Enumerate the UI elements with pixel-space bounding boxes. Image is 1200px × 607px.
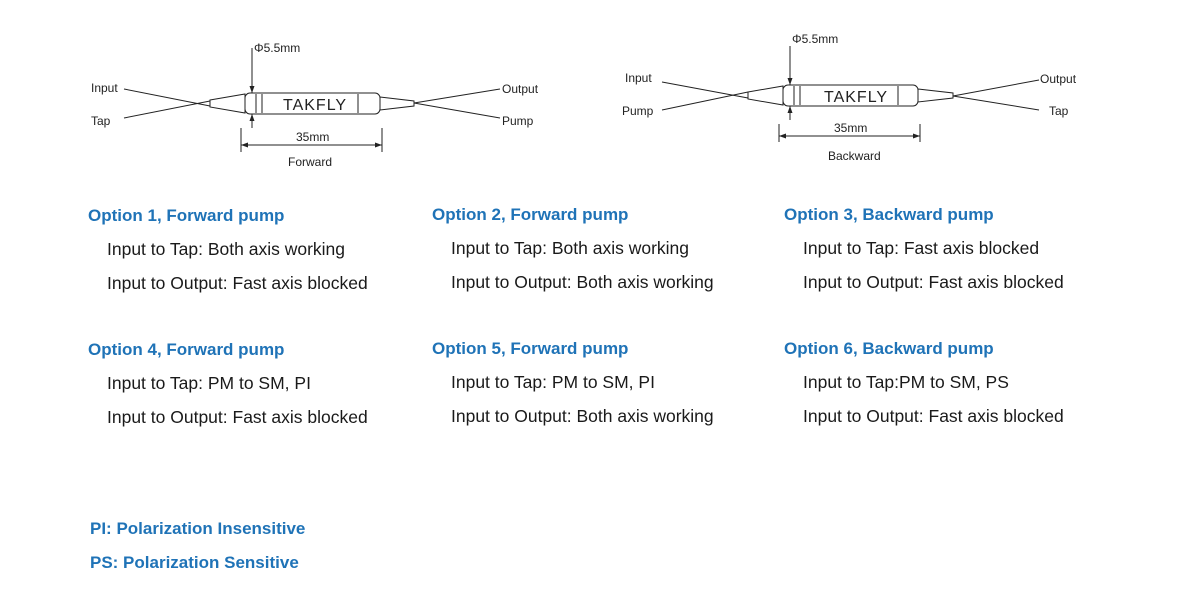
tap-fiber xyxy=(952,95,1040,111)
input-fiber xyxy=(123,88,211,107)
option-title: Option 4, Forward pump xyxy=(88,340,285,359)
right-taper xyxy=(917,88,954,103)
port-label-output: Output xyxy=(502,82,539,96)
diagrams-canvas: Input Tap Output Pump Φ5.5mm TAKFLY 35mm… xyxy=(91,32,1077,169)
brand-label: TAKFLY xyxy=(283,97,347,114)
port-label-tap: Tap xyxy=(1049,104,1069,118)
option-tap-line: Input to Tap: Fast axis blocked xyxy=(803,238,1040,258)
port-label-input: Input xyxy=(91,81,118,95)
option-tap-line: Input to Tap: Both axis working xyxy=(451,238,690,258)
right-taper xyxy=(379,96,415,111)
legend-ps: PS: Polarization Sensitive xyxy=(90,553,299,572)
option-output-line: Input to Output: Fast axis blocked xyxy=(107,407,368,427)
left-taper xyxy=(209,93,246,114)
option-6: Option 6, Backward pump Input to Tap:PM … xyxy=(784,339,1064,426)
port-label-pump: Pump xyxy=(502,114,534,128)
option-output-line: Input to Output: Both axis working xyxy=(451,406,714,426)
output-fiber xyxy=(413,88,501,104)
port-label-tap: Tap xyxy=(91,114,111,128)
input-fiber xyxy=(661,81,749,99)
option-output-line: Input to Output: Fast axis blocked xyxy=(107,273,368,293)
backward-diagram xyxy=(661,46,1040,142)
legend-pi: PI: Polarization Insensitive xyxy=(90,519,306,538)
pump-fiber xyxy=(661,91,749,111)
pump-fiber xyxy=(413,102,501,119)
option-5: Option 5, Forward pump Input to Tap: PM … xyxy=(432,339,714,426)
option-title: Option 3, Backward pump xyxy=(784,205,994,224)
brand-label: TAKFLY xyxy=(824,89,888,106)
port-label-pump: Pump xyxy=(622,104,654,118)
left-taper xyxy=(747,85,784,106)
output-fiber xyxy=(952,79,1040,97)
option-tap-line: Input to Tap: PM to SM, PI xyxy=(107,373,311,393)
length-label: 35mm xyxy=(834,121,867,135)
port-label-output: Output xyxy=(1040,72,1077,86)
option-tap-line: Input to Tap:PM to SM, PS xyxy=(803,372,1009,392)
port-label-input: Input xyxy=(625,71,652,85)
option-title: Option 6, Backward pump xyxy=(784,339,994,358)
option-tap-line: Input to Tap: PM to SM, PI xyxy=(451,372,655,392)
option-title: Option 2, Forward pump xyxy=(432,205,629,224)
option-output-line: Input to Output: Both axis working xyxy=(451,272,714,292)
length-label: 35mm xyxy=(296,130,329,144)
option-2: Option 2, Forward pump Input to Tap: Bot… xyxy=(432,205,714,292)
option-1: Option 1, Forward pump Input to Tap: Bot… xyxy=(88,206,368,293)
option-4: Option 4, Forward pump Input to Tap: PM … xyxy=(88,340,368,427)
diagram-caption: Forward xyxy=(288,155,332,169)
diameter-label: Φ5.5mm xyxy=(254,41,300,55)
diameter-label: Φ5.5mm xyxy=(792,32,838,46)
option-tap-line: Input to Tap: Both axis working xyxy=(107,239,346,259)
option-title: Option 5, Forward pump xyxy=(432,339,629,358)
diagram-caption: Backward xyxy=(828,149,881,163)
tap-fiber xyxy=(123,100,211,119)
option-3: Option 3, Backward pump Input to Tap: Fa… xyxy=(784,205,1064,292)
option-output-line: Input to Output: Fast axis blocked xyxy=(803,272,1064,292)
option-title: Option 1, Forward pump xyxy=(88,206,285,225)
forward-diagram xyxy=(123,48,501,152)
option-output-line: Input to Output: Fast axis blocked xyxy=(803,406,1064,426)
